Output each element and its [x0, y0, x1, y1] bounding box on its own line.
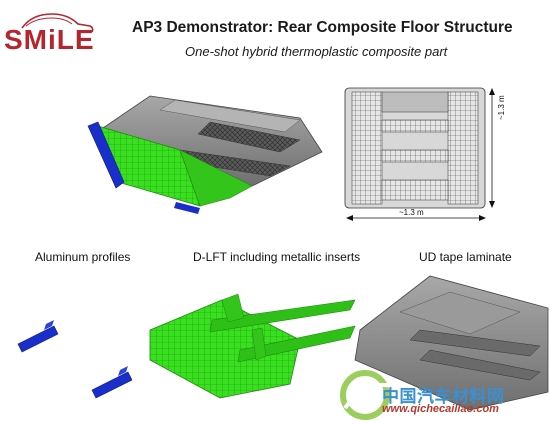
aluminum-profiles-drawing [17, 320, 133, 399]
logo-text: SMiLE [4, 24, 95, 55]
watermark-logo-icon [340, 370, 393, 420]
watermark-text: 中国汽车材料网 [382, 387, 505, 406]
label-aluminum-profiles: Aluminum profiles [35, 250, 131, 264]
ud-tape-drawing [354, 275, 549, 411]
watermark-url: www.qichecailiao.com [382, 403, 499, 415]
plan-view-drawing [344, 87, 495, 221]
dlft-drawing [149, 293, 356, 399]
assembled-floor-structure [87, 95, 323, 214]
logo [2, 8, 102, 60]
page-subtitle: One-shot hybrid thermoplastic composite … [185, 44, 448, 59]
vertical-dimension-label: ~1.3 m [497, 95, 506, 120]
label-dlft: D-LFT including metallic inserts [193, 250, 361, 264]
horizontal-dimension-label: ~1.3 m [399, 208, 424, 217]
page-title: AP3 Demonstrator: Rear Composite Floor S… [132, 19, 513, 36]
car-silhouette-icon [21, 13, 94, 33]
label-ud-tape: UD tape laminate [419, 250, 512, 264]
